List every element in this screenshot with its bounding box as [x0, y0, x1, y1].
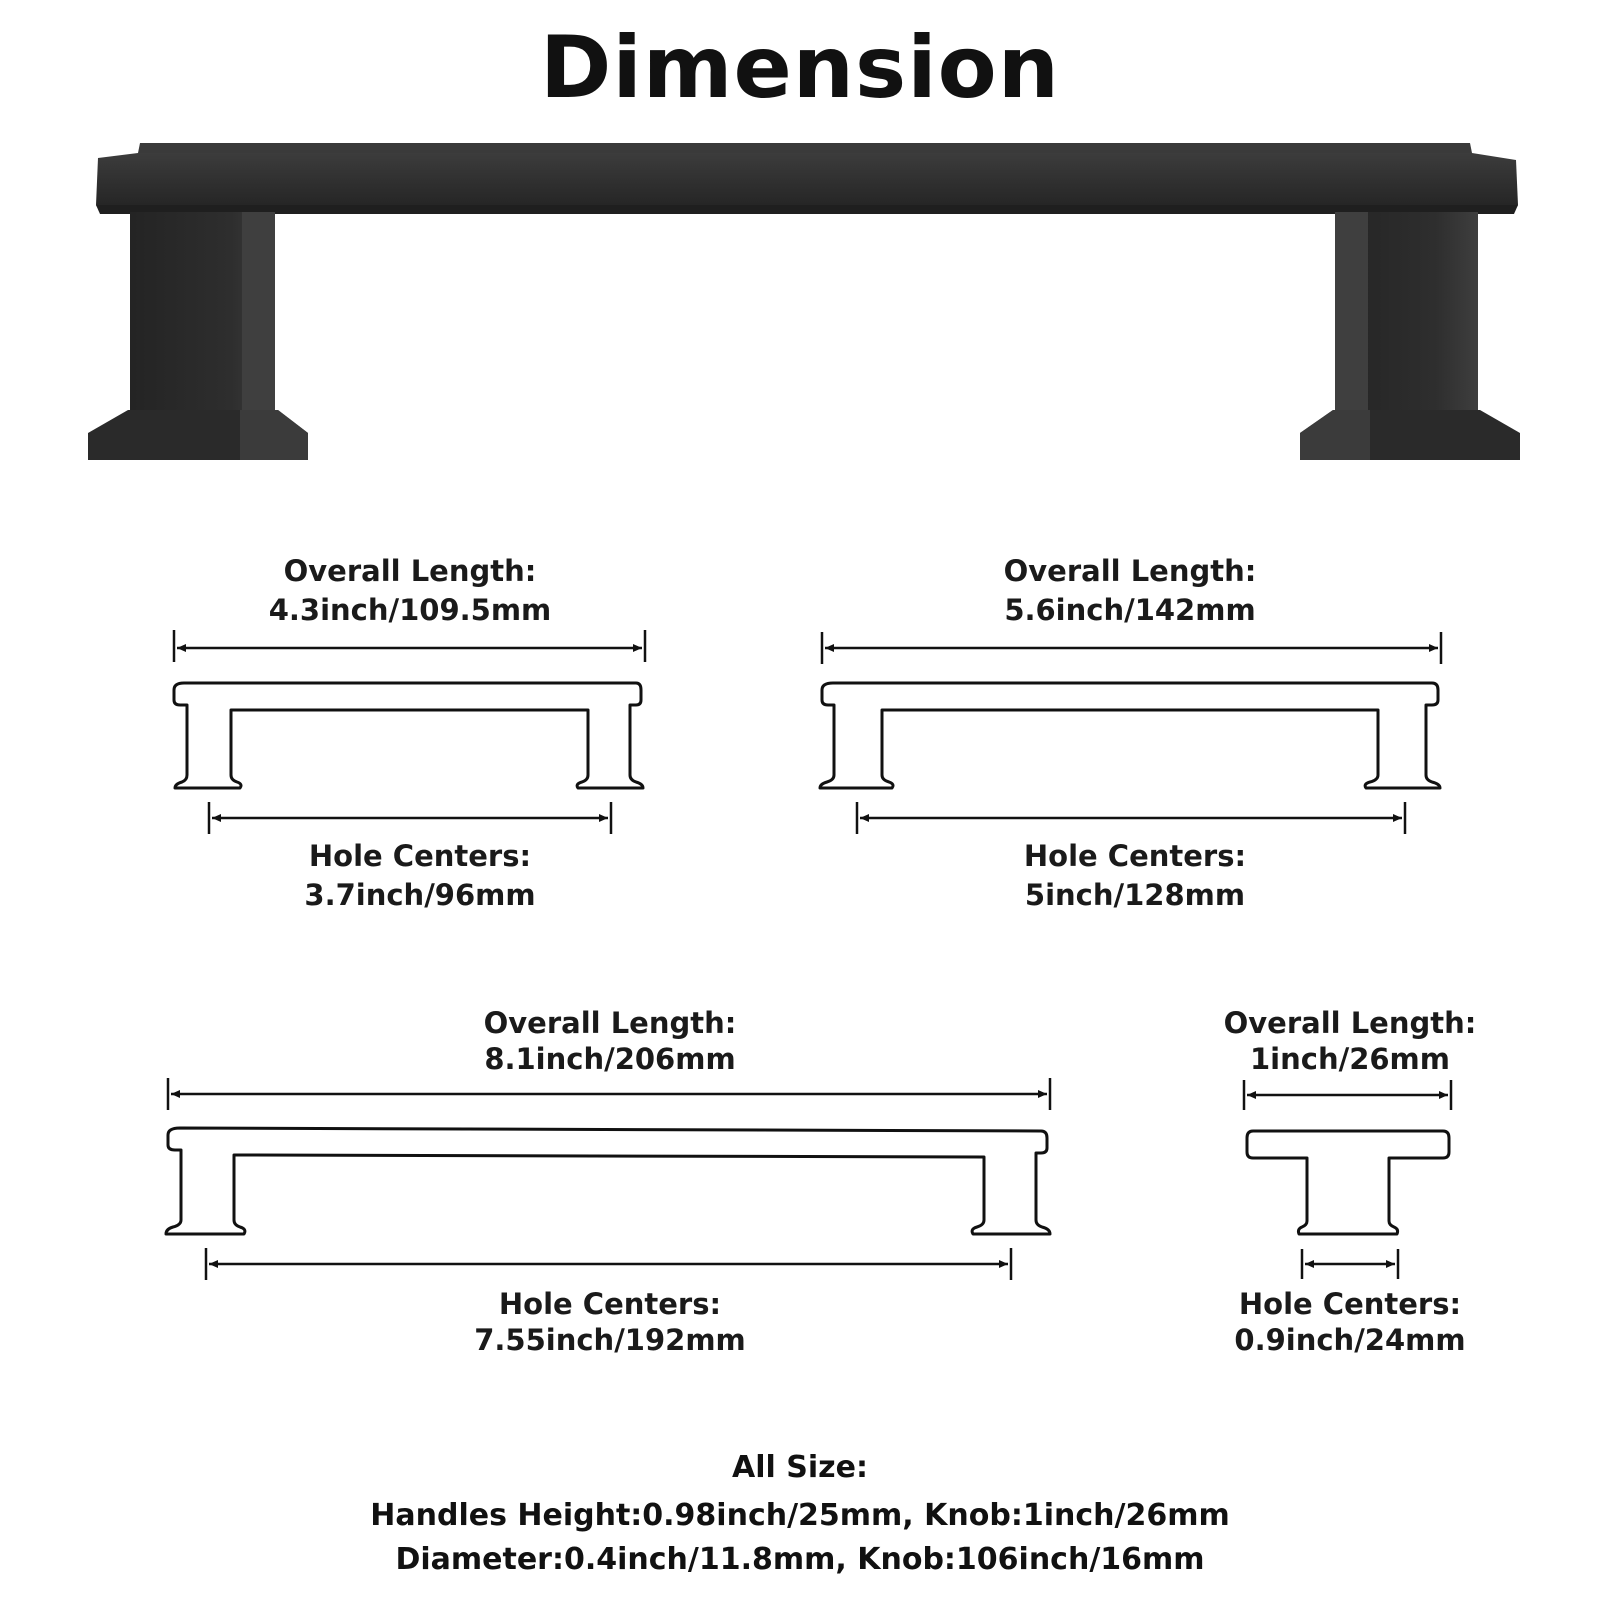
- overall-length-label: Overall Length:: [283, 554, 537, 588]
- handle-product-render: [88, 143, 1520, 460]
- hole-centers-label: Hole Centers:: [308, 839, 532, 873]
- hole-centers-value: 5inch/128mm: [1024, 878, 1246, 912]
- hole-centers-label: Hole Centers:: [498, 1287, 722, 1321]
- hole-centers-value: 3.7inch/96mm: [304, 878, 536, 912]
- all-size-heading: All Size:: [732, 1450, 868, 1485]
- handle-outline: [172, 681, 645, 790]
- overall-length-value: 1inch/26mm: [1250, 1042, 1450, 1076]
- handle-diagram-128mm: [818, 632, 1443, 834]
- hole-centers-label: Hole Centers:: [1023, 839, 1247, 873]
- hole-centers-value: 7.55inch/192mm: [474, 1323, 746, 1357]
- overall-length-value: 8.1inch/206mm: [484, 1042, 736, 1076]
- overall-length-value: 5.6inch/142mm: [1004, 593, 1256, 627]
- handle-outline: [164, 1126, 1052, 1236]
- handle-diagram-96mm: [172, 630, 647, 834]
- overall-length-value: 4.3inch/109.5mm: [268, 593, 552, 627]
- page-title: Dimension: [539, 18, 1060, 118]
- spec-line-diameter: Diameter:0.4inch/11.8mm, Knob:106inch/16…: [395, 1542, 1205, 1577]
- overall-length-label: Overall Length:: [483, 1006, 737, 1040]
- overall-length-label: Overall Length:: [1003, 554, 1257, 588]
- knob-diagram-24mm: [1242, 1080, 1453, 1279]
- handle-diagram-192mm: [164, 1078, 1052, 1280]
- knob-outline: [1245, 1129, 1451, 1236]
- hole-centers-label: Hole Centers:: [1238, 1287, 1462, 1321]
- overall-length-label: Overall Length:: [1223, 1006, 1477, 1040]
- spec-line-height: Handles Height:0.98inch/25mm, Knob:1inch…: [370, 1498, 1230, 1533]
- handle-outline: [818, 681, 1442, 790]
- hole-centers-value: 0.9inch/24mm: [1234, 1323, 1466, 1357]
